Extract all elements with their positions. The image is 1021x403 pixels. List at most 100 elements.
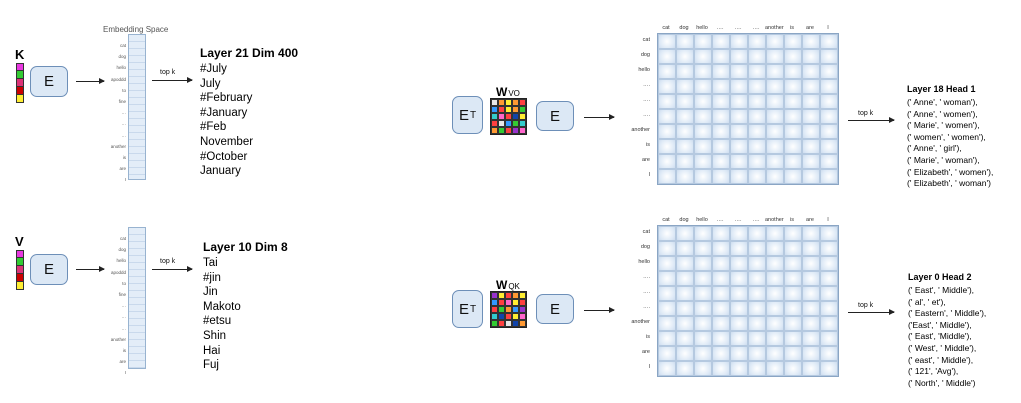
matrix-cell [694, 256, 712, 271]
k-arrow-to-embedding [76, 78, 105, 84]
result-pair: (' Elizabeth', ' women'), [907, 166, 994, 177]
matrix-cell [730, 271, 748, 286]
matrix-cell [676, 34, 694, 49]
matrix-column-label: I [827, 217, 829, 223]
matrix-cell [730, 331, 748, 346]
matrix-row-label: …. [642, 304, 650, 310]
matrix-cell [676, 241, 694, 256]
matrix-cell [694, 286, 712, 301]
matrix-cell [802, 226, 820, 241]
embedding-token-label: cat [119, 43, 126, 48]
matrix-cell [712, 271, 730, 286]
vo-et-label: E [458, 106, 469, 124]
w-matrix-cell [512, 99, 519, 106]
matrix-row-label: hello [638, 67, 650, 73]
matrix-cell [730, 109, 748, 124]
matrix-cell [694, 331, 712, 346]
matrix-cell [784, 346, 802, 361]
matrix-cell [748, 109, 766, 124]
matrix-cell [820, 94, 838, 109]
matrix-cell [820, 79, 838, 94]
result-pair: (' Marie', ' women'), [907, 120, 980, 131]
matrix-cell [712, 331, 730, 346]
embedding-token-label: is [122, 347, 126, 353]
embedding-token-label: fine [118, 291, 126, 297]
embedding-token-label: fine [118, 98, 126, 104]
matrix-cell [658, 139, 676, 154]
matrix-cell [730, 154, 748, 169]
matrix-column-label: I [827, 25, 829, 31]
w-matrix-cell [512, 306, 519, 313]
matrix-column-label: dog [679, 217, 689, 223]
matrix-cell [766, 79, 784, 94]
matrix-cell [802, 346, 820, 361]
w-matrix-cell [512, 127, 519, 134]
matrix-row-label: are [642, 157, 650, 163]
matrix-cell [784, 286, 802, 301]
w-matrix-cell [505, 99, 512, 106]
matrix-cell [766, 331, 784, 346]
matrix-cell [820, 109, 838, 124]
embedding-token-label: another [110, 143, 126, 149]
matrix-cell [676, 79, 694, 94]
matrix-cell [784, 139, 802, 154]
matrix-cell [748, 124, 766, 139]
matrix-cell [694, 94, 712, 109]
matrix-column-label: hello [696, 25, 708, 31]
matrix-cell [802, 139, 820, 154]
matrix-cell [766, 64, 784, 79]
w-matrix-cell [519, 306, 526, 313]
embedding-token-label: … [121, 132, 127, 138]
matrix-cell [712, 109, 730, 124]
matrix-cell [748, 256, 766, 271]
matrix-cell [820, 49, 838, 64]
matrix-cell [784, 316, 802, 331]
matrix-cell [730, 241, 748, 256]
matrix-cell [766, 361, 784, 376]
qk-arrow-to-matrix [584, 307, 615, 313]
matrix-cell [820, 271, 838, 286]
matrix-cell [748, 64, 766, 79]
qk-attention-matrix [657, 225, 839, 377]
matrix-cell [676, 226, 694, 241]
w-matrix-cell [498, 299, 505, 306]
matrix-cell [712, 286, 730, 301]
matrix-cell [730, 301, 748, 316]
matrix-cell [802, 94, 820, 109]
embedding-token-label: hello [116, 65, 126, 71]
matrix-cell [784, 124, 802, 139]
w-matrix-cell [498, 292, 505, 299]
qk-topk-label: top k [858, 302, 874, 309]
w-matrix-cell [491, 113, 498, 120]
matrix-cell [676, 346, 694, 361]
matrix-cell [766, 94, 784, 109]
w-qk-label: WQK [496, 278, 520, 292]
embedding-token-label: apoddd [110, 76, 126, 82]
result-pair: (' East', ' Middle'), [908, 285, 975, 295]
w-matrix-cell [505, 106, 512, 113]
matrix-cell [748, 34, 766, 49]
result-word: #January [200, 106, 248, 119]
qk-e-label: E [549, 300, 560, 318]
matrix-cell [730, 49, 748, 64]
matrix-cell [658, 286, 676, 301]
matrix-cell [730, 346, 748, 361]
matrix-cell [766, 316, 784, 331]
matrix-cell [766, 241, 784, 256]
matrix-row-label: …. [642, 112, 650, 118]
embedding-token-label: to [122, 87, 126, 93]
vo-topk-arrow [848, 117, 895, 123]
matrix-row-label: …. [642, 274, 650, 280]
result-pair: (' Anne', ' girl'), [907, 143, 962, 154]
color-strip-cell [16, 79, 24, 87]
matrix-row-label: another [631, 319, 650, 325]
matrix-column-label: are [806, 25, 814, 31]
k-result-title: Layer 21 Dim 400 [200, 46, 299, 60]
matrix-cell [658, 226, 676, 241]
matrix-cell [802, 64, 820, 79]
matrix-cell [748, 154, 766, 169]
matrix-cell [820, 286, 838, 301]
